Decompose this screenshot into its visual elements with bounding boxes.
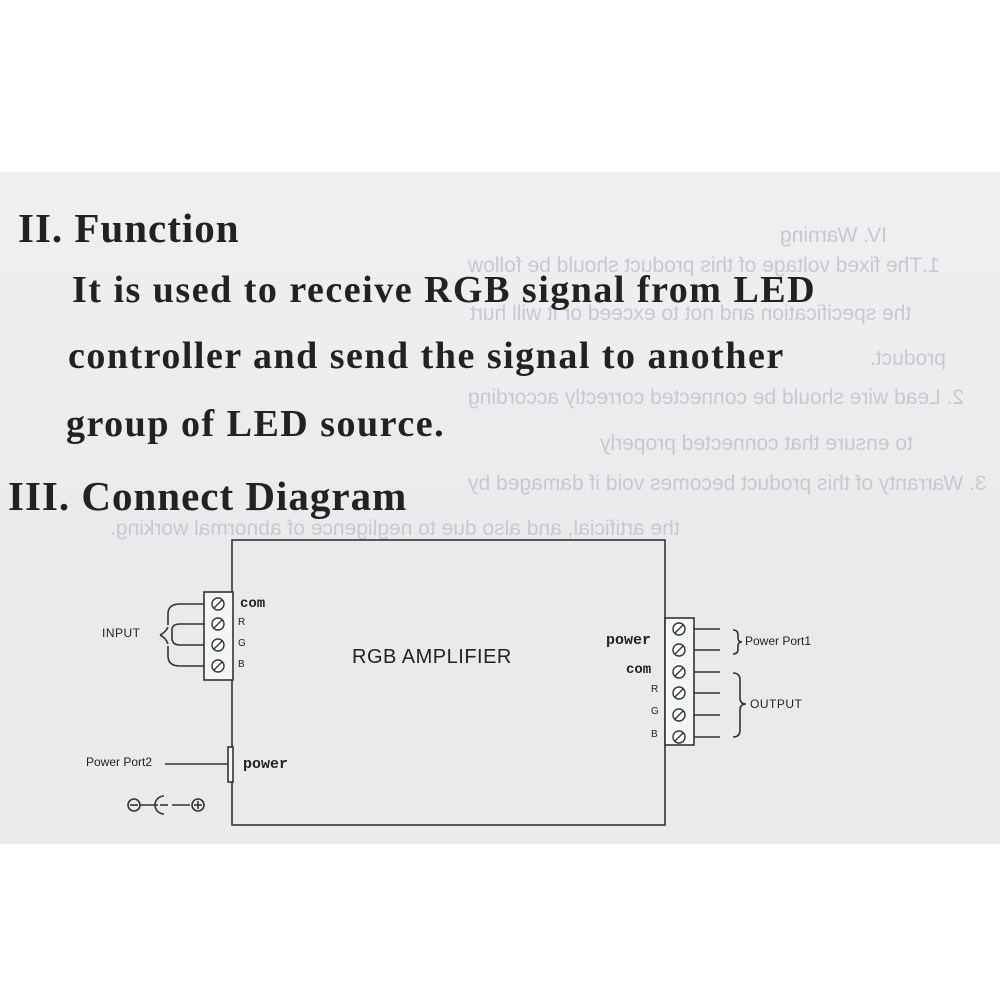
input-terminal-g: G [238,638,246,649]
input-terminal-com: com [240,596,266,612]
output-label: OUTPUT [750,697,803,711]
output-terminal-block [664,617,695,746]
amplifier-label: RGB AMPLIFIER [352,646,512,668]
input-terminal-b: B [238,659,245,670]
output-terminal-com: com [626,662,652,678]
manual-page: IV. Warning 1.The fixed voltage of this … [0,172,1000,844]
output-terminal-r: R [651,684,659,695]
power-input-label: power [243,756,289,773]
amplifier-box [231,539,666,826]
output-terminal-power: power [606,632,652,649]
function-text-line: It is used to receive RGB signal from LE… [72,269,817,311]
input-label: INPUT [102,626,141,640]
power-port1-label: Power Port1 [745,634,812,648]
section-heading-function: II. Function [18,205,240,251]
diagram-lines [127,539,747,826]
input-terminal-r: R [238,617,246,628]
function-text-line: controller and send the signal to anothe… [68,335,785,377]
output-terminal-g: G [651,706,659,717]
power-port2-label: Power Port2 [86,755,153,769]
section-heading-connect-diagram: III. Connect Diagram [8,473,408,519]
output-terminal-b: B [651,729,658,740]
function-text-line: group of LED source. [66,403,446,445]
connection-diagram: RGB AMPLIFIER INPUT com R G B Power Port… [0,172,1000,844]
